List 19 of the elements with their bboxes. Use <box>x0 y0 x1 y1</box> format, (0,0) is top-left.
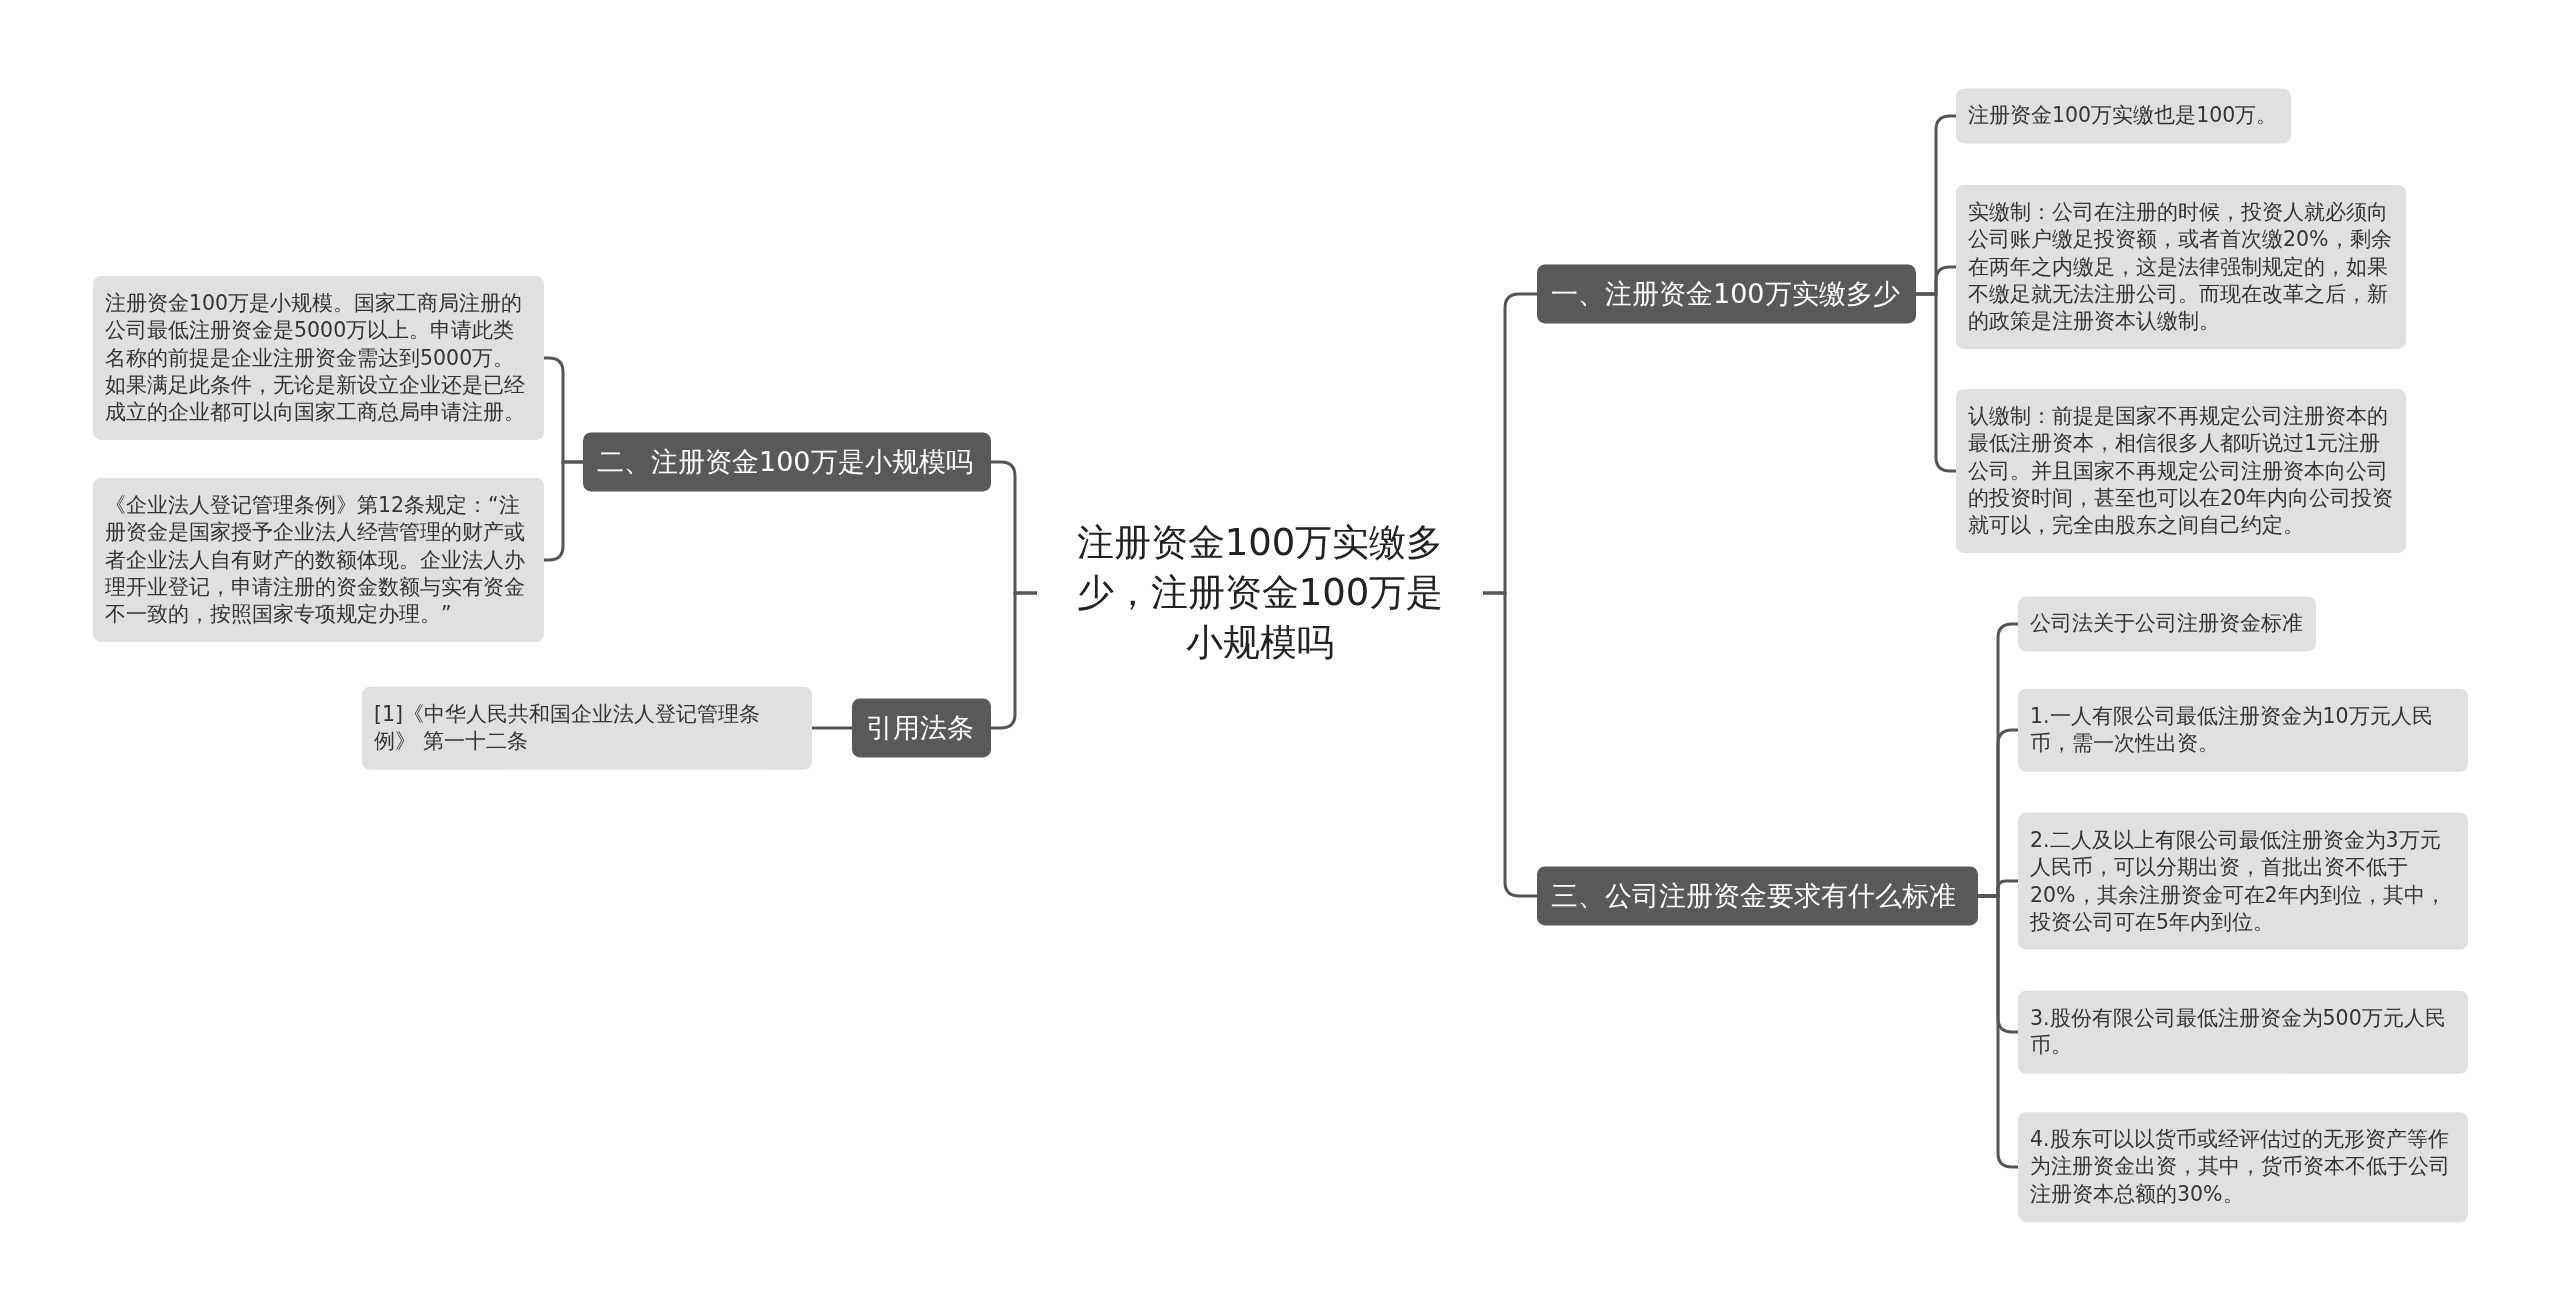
note-box: 4.股东可以以货币或经评估过的无形资产等作为注册资金出资，其中，货币资本不低于公司注册资本总额的30%。 <box>2018 1112 2468 1222</box>
topic-box: 引用法条 <box>852 698 991 758</box>
note-box: 认缴制：前提是国家不再规定公司注册资本的最低注册资本，相信很多人都听说过1元注册公司。并且国家不再规定公司注册资本向公司的投资时间，甚至也可以在20年内向公司投资就可以，完全由股东之间自己约定。 <box>1956 388 2406 554</box>
topic-box: 一、注册资金100万实缴多少 <box>1537 264 1916 324</box>
note-box: 3.股份有限公司最低注册资金为500万元人民币。 <box>2018 990 2468 1074</box>
note-box: 注册资金100万实缴也是100万。 <box>1956 88 2291 144</box>
note-box: 注册资金100万是小规模。国家工商局注册的公司最低注册资金是5000万以上。申请此类名称的前提是企业注册资金需达到5000万。如果满足此条件，无论是新设立企业还是已经成立的企业都可以向国家工商总局申请注册。 <box>93 275 544 441</box>
connector-line <box>812 726 852 730</box>
central-topic: 注册资金100万实缴多少，注册资金100万是小规模吗 <box>1055 518 1465 668</box>
topic-box: 二、注册资金100万是小规模吗 <box>583 432 991 492</box>
note-box: 实缴制：公司在注册的时候，投资人就必须向公司账户缴足投资额，或者首次缴20%，剩余在两年之内缴足，这是法律强制规定的，如果不缴足就无法注册公司。而现在改革之后，新的政策是注册资本认缴制。 <box>1956 184 2406 350</box>
note-box: [1]《中华人民共和国企业法人登记管理条例》 第一十二条 <box>362 686 812 770</box>
connector-line <box>991 591 1037 730</box>
note-box: 公司法关于公司注册资金标准 <box>2018 596 2316 652</box>
note-box: 2.二人及以上有限公司最低注册资金为3万元人民币，可以分期出资，首批出资不低于20%，其余注册资金可在2年内到位，其中，投资公司可在5年内到位。 <box>2018 812 2468 950</box>
connector-line <box>544 460 583 562</box>
note-box: 1.一人有限公司最低注册资金为10万元人民币，需一次性出资。 <box>2018 688 2468 772</box>
topic-box: 三、公司注册资金要求有什么标准 <box>1537 866 1978 926</box>
note-box: 《企业法人登记管理条例》第12条规定：“注册资金是国家授予企业法人经营管理的财产或者企业法人自有财产的数额体现。企业法人办理开业登记，申请注册的资金数额与实有资金不一致的，按照国家专项规定办理。” <box>93 477 544 643</box>
